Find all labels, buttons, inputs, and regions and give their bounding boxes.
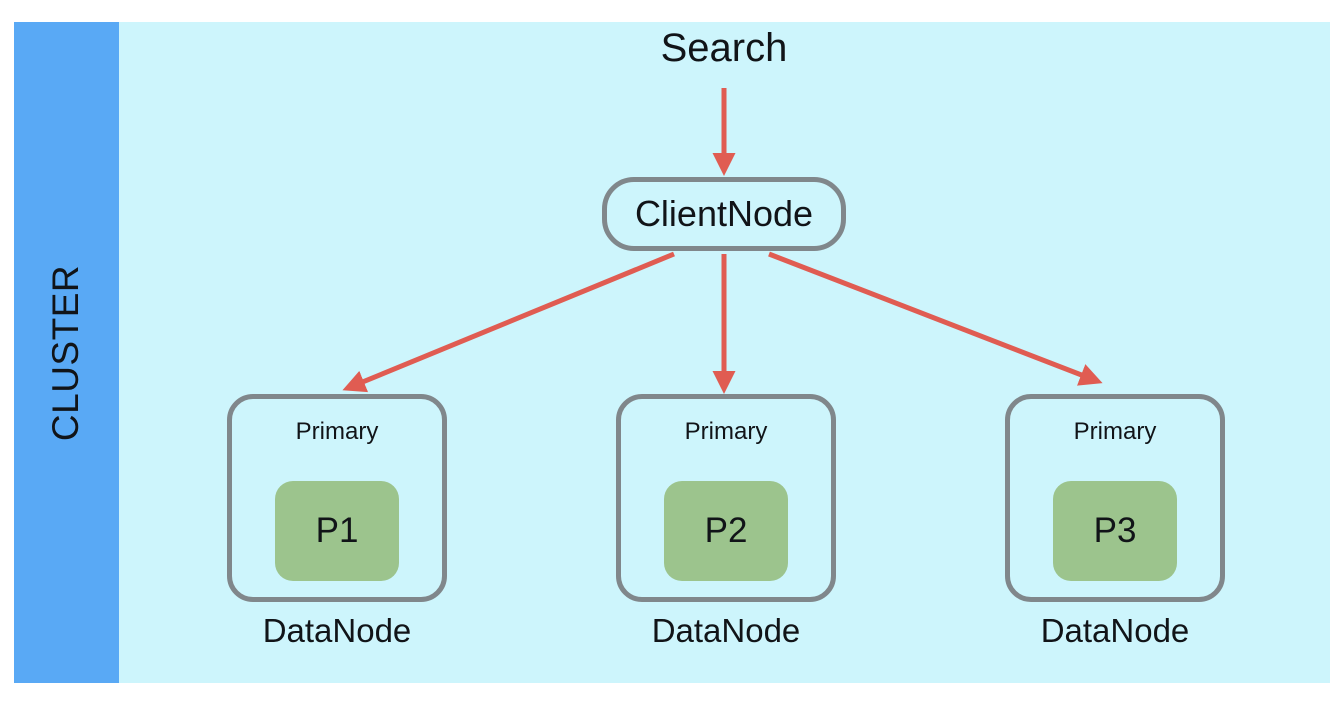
primary-shard-box-1[interactable]: P1 — [275, 481, 399, 581]
primary-shard-label-2: P2 — [704, 511, 748, 550]
primary-shard-box-3[interactable]: P3 — [1053, 481, 1177, 581]
data-node-box-3[interactable]: Primary P3 — [1005, 394, 1225, 602]
cluster-label: CLUSTER — [45, 264, 87, 441]
cluster-label-wrapper: CLUSTER — [14, 22, 119, 683]
client-node-label: ClientNode — [634, 193, 814, 234]
data-node-caption-3: DataNode — [1040, 612, 1190, 649]
data-node-box-1[interactable]: Primary P1 — [227, 394, 447, 602]
primary-role-label-3: Primary — [1073, 418, 1157, 445]
primary-shard-label-1: P1 — [315, 511, 359, 550]
primary-role-label-1: Primary — [295, 418, 379, 445]
data-node-box-2[interactable]: Primary P2 — [616, 394, 836, 602]
primary-shard-label-3: P3 — [1093, 511, 1137, 550]
primary-role-label-2: Primary — [684, 418, 768, 445]
client-node-box[interactable]: ClientNode — [602, 177, 846, 251]
search-label: Search — [660, 26, 788, 70]
primary-shard-box-2[interactable]: P2 — [664, 481, 788, 581]
data-node-caption-2: DataNode — [651, 612, 801, 649]
cluster-band — [14, 22, 119, 683]
data-node-caption-1: DataNode — [262, 612, 412, 649]
